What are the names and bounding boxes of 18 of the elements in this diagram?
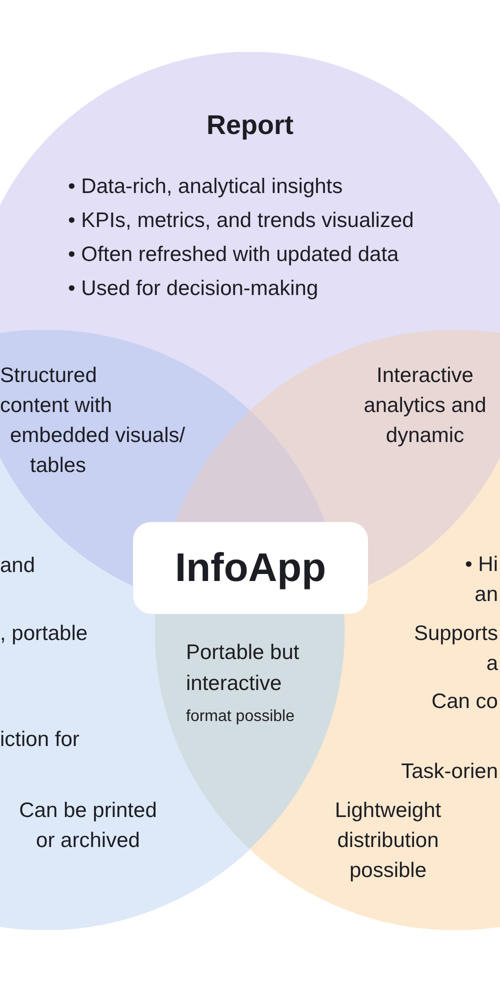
circle-text: iction for: [0, 727, 80, 753]
bullet-point: • Data-rich, analytical insights: [68, 174, 343, 200]
circle-text: Supports a: [414, 621, 498, 677]
bullet-point: • KPIs, metrics, and trends visualized: [68, 208, 414, 234]
circle-title: Report: [206, 110, 294, 140]
bullet-point: • Used for decision-making: [68, 276, 318, 302]
circle-text: , portable: [0, 621, 88, 647]
overlap-text: Interactive analytics and dynamic: [362, 363, 488, 449]
bullet-point: • Hi an: [464, 552, 498, 608]
bullet-point: • Often refreshed with updated data: [68, 242, 399, 268]
circle-text: and: [0, 553, 36, 579]
circle-text: Can be printed or archived: [18, 798, 158, 854]
overlap-text: Structured content with embedded visuals/ tables: [0, 363, 186, 479]
overlap-text: Portable but interactive format possible: [186, 640, 300, 727]
circle-text: Can co: [431, 689, 498, 715]
circle-text: Lightweight distribution possible: [334, 798, 442, 884]
circle-text: Task-orien: [401, 759, 498, 785]
center-title: InfoApp: [174, 545, 326, 592]
